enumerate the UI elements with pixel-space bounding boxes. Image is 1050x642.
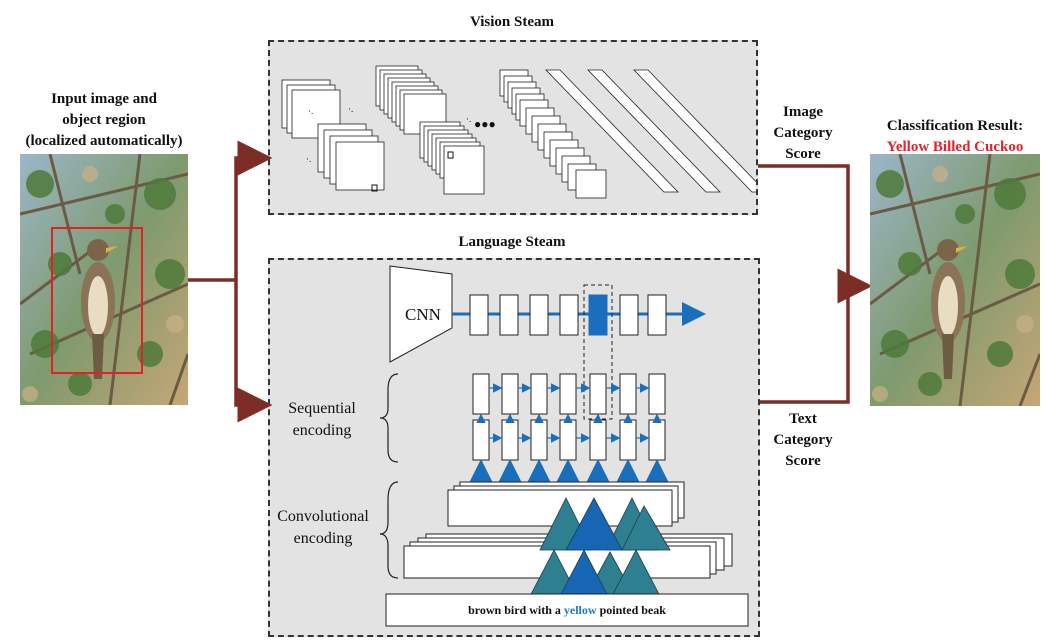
classification-result: Classification Result: Yellow Billed Cuc…	[860, 116, 1050, 158]
sequential-line-1: Sequential	[288, 400, 356, 417]
image-score-line-2: Category	[773, 125, 833, 141]
caption-post: pointed beak	[596, 603, 666, 617]
text-score-line-2: Category	[773, 432, 833, 448]
text-score-line-1: Text	[789, 411, 817, 427]
cnn-label: CNN	[405, 305, 441, 324]
input-title: Input image and object region (localized…	[0, 89, 208, 152]
caption-box	[385, 593, 749, 627]
input-bird-photo	[20, 154, 188, 405]
cnn-block	[389, 265, 453, 363]
caption-pre: brown bird with a	[468, 603, 564, 617]
vision-ellipsis: ●●●	[474, 117, 496, 131]
result-value: Yellow Billed Cuckoo	[886, 139, 1024, 155]
sequential-encoding-label: Sequential encoding	[272, 398, 372, 442]
input-title-line-3: (localized automatically)	[25, 133, 183, 149]
language-diagram	[379, 265, 749, 627]
svg-text:·.: ·.	[466, 114, 471, 124]
image-category-score: Image Category Score	[760, 102, 846, 165]
convolutional-encoding-label: Convolutional encoding	[270, 506, 376, 550]
convolutional-line-2: encoding	[293, 530, 353, 547]
caption-highlight: yellow	[563, 603, 597, 617]
sequential-line-2: encoding	[292, 422, 352, 439]
convolutional-line-1: Convolutional	[277, 508, 369, 525]
input-title-line-1: Input image and	[51, 91, 157, 107]
image-score-line-1: Image	[783, 104, 823, 120]
svg-text:·.: ·.	[308, 106, 313, 116]
language-stream-box: CNN Sequential encoding Convolutional en…	[268, 258, 760, 637]
vision-layers: ·. ·. ·. ·. ●●●	[281, 65, 767, 199]
language-title: Language Steam	[458, 234, 566, 250]
text-category-score: Text Category Score	[760, 409, 846, 472]
vision-title: Vision Steam	[469, 14, 555, 30]
result-label: Classification Result:	[886, 118, 1024, 134]
text-score-line-3: Score	[785, 453, 821, 469]
caption-text: brown bird with a yellow pointed beak	[386, 601, 748, 619]
svg-text:·.: ·.	[348, 104, 353, 114]
input-title-line-2: object region	[62, 112, 146, 128]
svg-text:·.: ·.	[306, 154, 311, 164]
result-bird-photo	[870, 154, 1040, 406]
vision-stream-box: ·. ·. ·. ·. ●●●	[268, 40, 767, 215]
highlighted-cell	[588, 294, 608, 336]
image-score-line-3: Score	[785, 146, 821, 162]
